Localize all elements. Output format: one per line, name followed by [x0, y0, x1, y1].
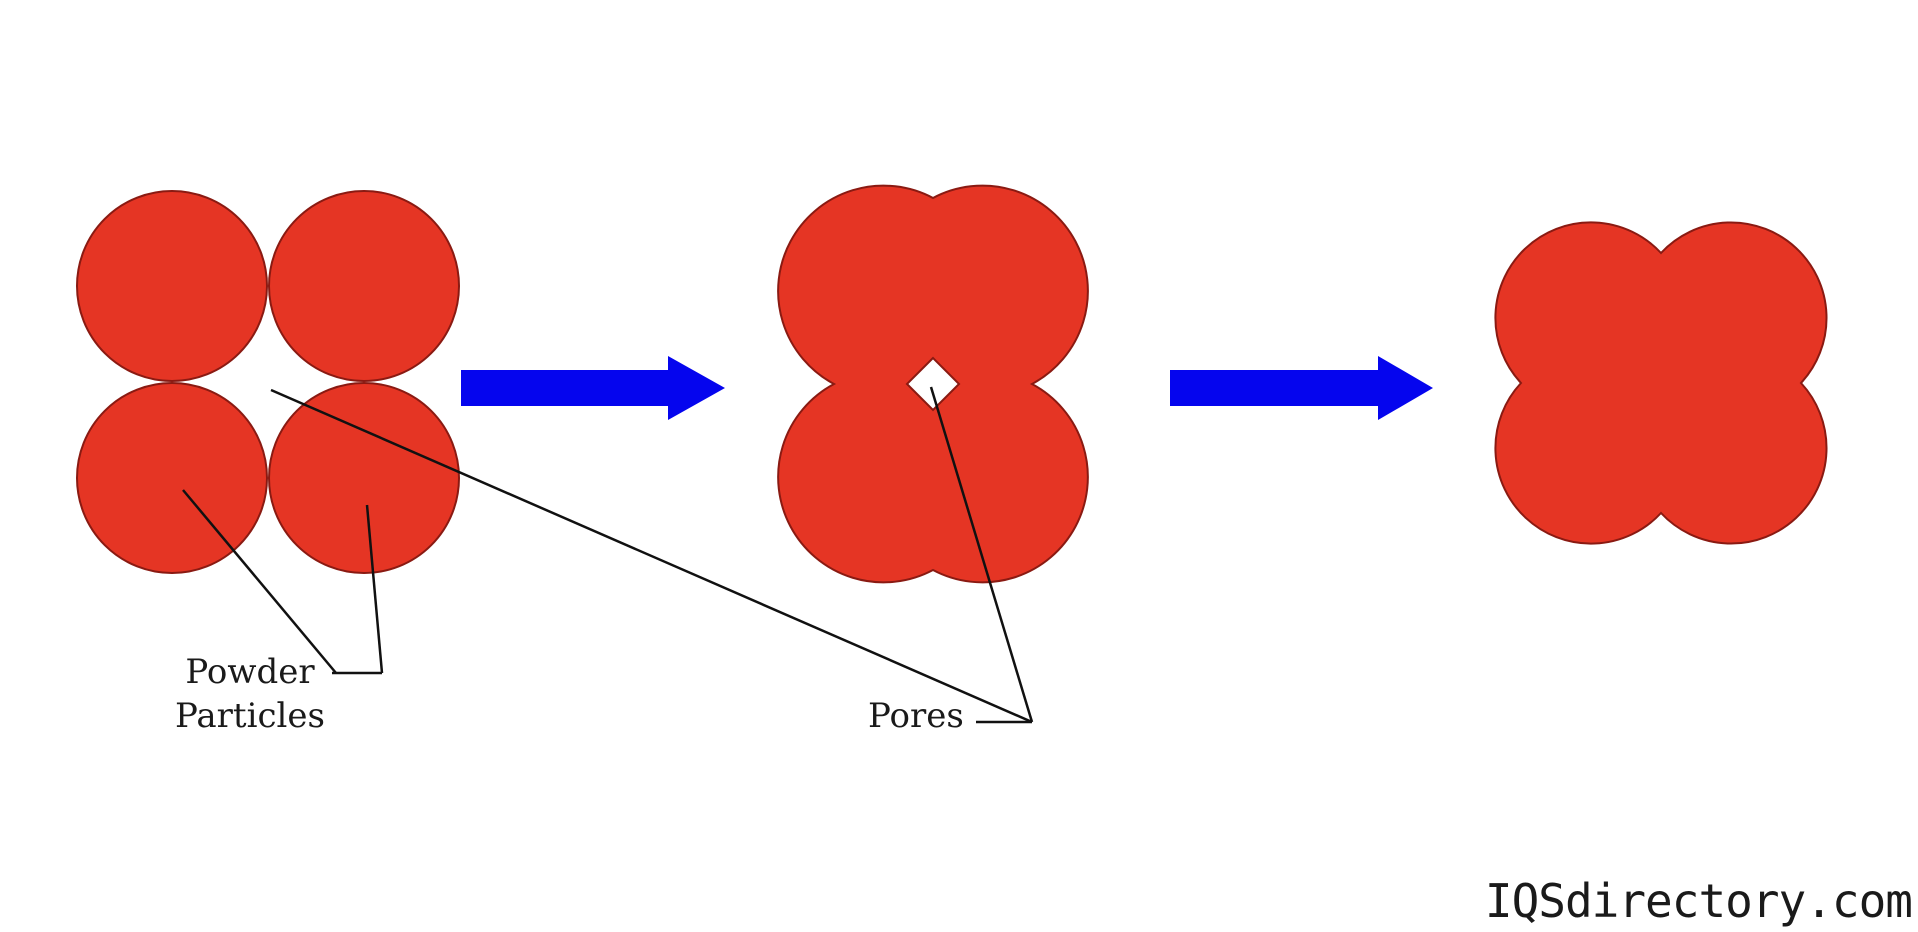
- powder-particles-label: Powder Particles: [170, 650, 330, 738]
- leader-lines: [182, 386, 1034, 724]
- particle-bottom-right: [268, 382, 460, 574]
- powder-label-line1: Powder: [185, 652, 315, 692]
- stage-2-necked-particles: [777, 184, 1089, 584]
- arrow-right-2: [1170, 356, 1433, 420]
- particle-top-left: [76, 190, 268, 382]
- necked-particle-outline: [777, 184, 1089, 584]
- leader-pore-1: [270, 388, 1033, 724]
- watermark-text: IQSdirectory.com: [1484, 874, 1913, 928]
- pores-label: Pores: [868, 696, 964, 736]
- stage-1-loose-particles: [76, 190, 460, 574]
- leader-powder-b: [365, 504, 384, 674]
- leader-pore-2: [929, 386, 1034, 723]
- sintered-mass-outline: [1494, 221, 1828, 545]
- arrow-right-1: [461, 356, 725, 420]
- powder-label-line2: Particles: [175, 696, 325, 736]
- leader-powder-a: [182, 489, 337, 674]
- stage-3-sintered-mass: [1494, 221, 1828, 545]
- particle-top-right: [268, 190, 460, 382]
- particle-bottom-left: [76, 382, 268, 574]
